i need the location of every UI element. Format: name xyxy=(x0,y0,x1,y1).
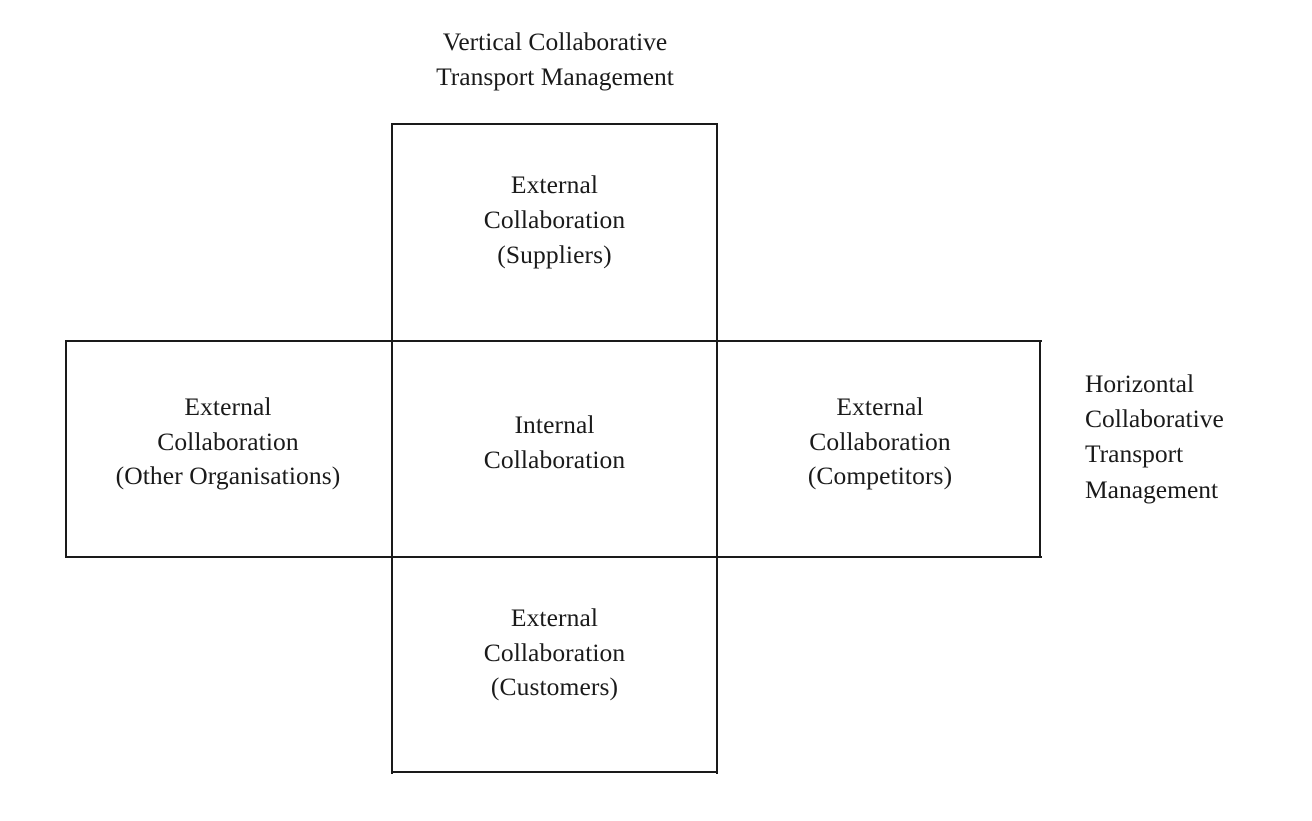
right-edge-line xyxy=(1039,340,1042,558)
cell-bottom-label: External Collaboration (Customers) xyxy=(483,602,626,702)
cell-left-label: External Collaboration (Other Organisati… xyxy=(115,391,341,491)
cell-center-label: Internal Collaboration xyxy=(483,410,626,474)
cell-top-label: External Collaboration (Suppliers) xyxy=(483,170,626,269)
cell-external-collaboration-other-organisations: External Collaboration (Other Organisati… xyxy=(65,340,391,558)
bottom-edge-line xyxy=(391,771,718,774)
cell-right-label: External Collaboration (Competitors) xyxy=(807,391,953,491)
horizontal-arm-outline xyxy=(65,340,1042,558)
cell-internal-collaboration: Internal Collaboration xyxy=(391,340,718,558)
cell-external-collaboration-customers: External Collaboration (Customers) xyxy=(391,558,718,774)
cell-external-collaboration-competitors: External Collaboration (Competitors) xyxy=(718,340,1042,558)
vertical-axis-label: Vertical Collaborative Transport Managem… xyxy=(436,27,674,92)
cell-external-collaboration-suppliers: External Collaboration (Suppliers) xyxy=(391,123,718,340)
left-edge-line xyxy=(65,340,67,558)
horizontal-axis-label: Horizontal Collaborative Transport Manag… xyxy=(1085,369,1224,504)
top-edge-line xyxy=(391,123,718,125)
vertical-arm-outline xyxy=(391,123,718,774)
